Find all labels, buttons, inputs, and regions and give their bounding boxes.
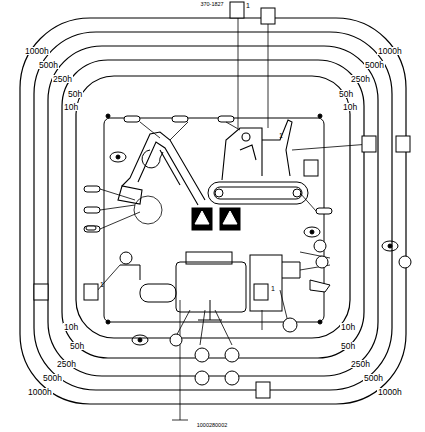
footnote-mark: 1 xyxy=(270,285,276,292)
interval-label: 250h xyxy=(52,75,73,84)
interval-label: 250h xyxy=(350,360,371,369)
interval-label: 10h xyxy=(63,323,79,332)
interval-label: 500h xyxy=(42,374,63,383)
machine-frame xyxy=(104,118,324,322)
leader-lines xyxy=(96,16,402,420)
ring-1000h xyxy=(20,18,406,404)
inspect-icons xyxy=(110,150,398,345)
excavator-cab xyxy=(222,120,292,180)
footnote-mark: 1 xyxy=(278,132,284,139)
engine xyxy=(120,252,300,320)
interval-label: 250h xyxy=(350,75,371,84)
part-number: 1000280002 xyxy=(196,423,229,429)
interval-label: 500h xyxy=(363,374,384,383)
interval-label: 50h xyxy=(69,342,85,351)
corner-bolts xyxy=(106,114,322,324)
track xyxy=(208,182,308,204)
warning-decals xyxy=(192,208,240,230)
grease-points xyxy=(84,116,332,232)
excavator-arm xyxy=(118,132,205,205)
interval-label: 50h xyxy=(338,90,354,99)
interval-label: 50h xyxy=(340,342,356,351)
ring-50h xyxy=(62,60,364,358)
part-number: 370-1827 xyxy=(199,2,224,8)
interval-label: 500h xyxy=(38,61,59,70)
interval-label: 50h xyxy=(67,90,83,99)
interval-label: 1000h xyxy=(27,388,53,397)
interval-label: 1000h xyxy=(24,47,50,56)
interval-rings xyxy=(20,18,406,404)
footnote-mark: 1 xyxy=(245,2,251,9)
interval-label: 1000h xyxy=(377,47,403,56)
interval-label: 250h xyxy=(56,360,77,369)
interval-label: 10h xyxy=(340,323,356,332)
interval-label: 1000h xyxy=(377,388,403,397)
ring-500h xyxy=(34,32,392,390)
footnote-mark: 1 xyxy=(99,281,105,288)
service-icons xyxy=(34,2,411,398)
interval-label: 10h xyxy=(63,103,79,112)
interval-label: 500h xyxy=(364,61,385,70)
interval-label: 10h xyxy=(342,103,358,112)
ring-10h xyxy=(76,76,350,338)
ring-250h xyxy=(48,46,378,376)
